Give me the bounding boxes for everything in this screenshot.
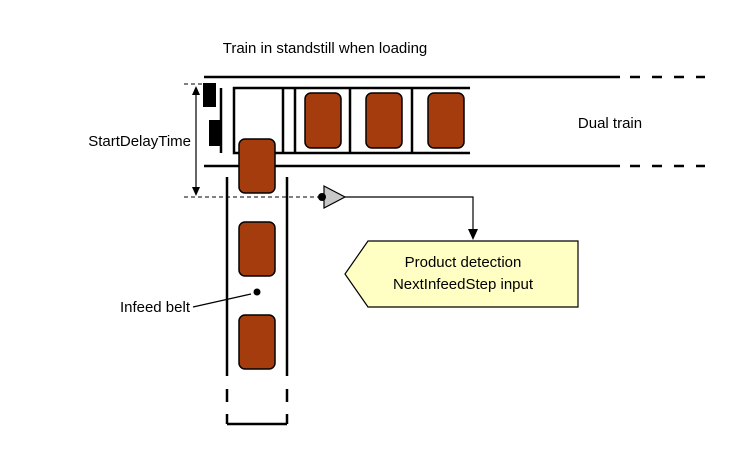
infeed-belt (225, 138, 289, 426)
infeed-belt-leader (192, 293, 252, 308)
arrow-down-icon (192, 187, 200, 196)
train-products (304, 92, 465, 149)
start-delay-time-label: StartDelayTime (88, 133, 191, 150)
sensor-icon (323, 185, 347, 209)
start-delay-dimension (184, 83, 320, 198)
product (238, 314, 276, 370)
next-infeed-step-label: NextInfeedStep input (393, 276, 534, 293)
arrow-down-icon (468, 229, 478, 240)
product-transferring (238, 138, 276, 194)
product (304, 92, 342, 149)
product (238, 221, 276, 277)
sensor-dot (318, 193, 326, 201)
infeed-belt-label: Infeed belt (120, 299, 191, 316)
product-sensor (318, 185, 478, 240)
product (365, 92, 403, 149)
train-standstill-label: Train in standstill when loading (223, 40, 428, 57)
stopper-block (203, 83, 216, 107)
product-detection-label: Product detection (405, 254, 522, 271)
train-inner-frame (232, 86, 470, 155)
arrow-up-icon (192, 86, 200, 95)
belt-marker-dot (253, 288, 261, 296)
product (427, 92, 465, 149)
product-detection-callout (344, 240, 579, 308)
stopper-block (209, 120, 221, 146)
dual-train-label: Dual train (578, 115, 642, 132)
signal-line (345, 196, 474, 232)
